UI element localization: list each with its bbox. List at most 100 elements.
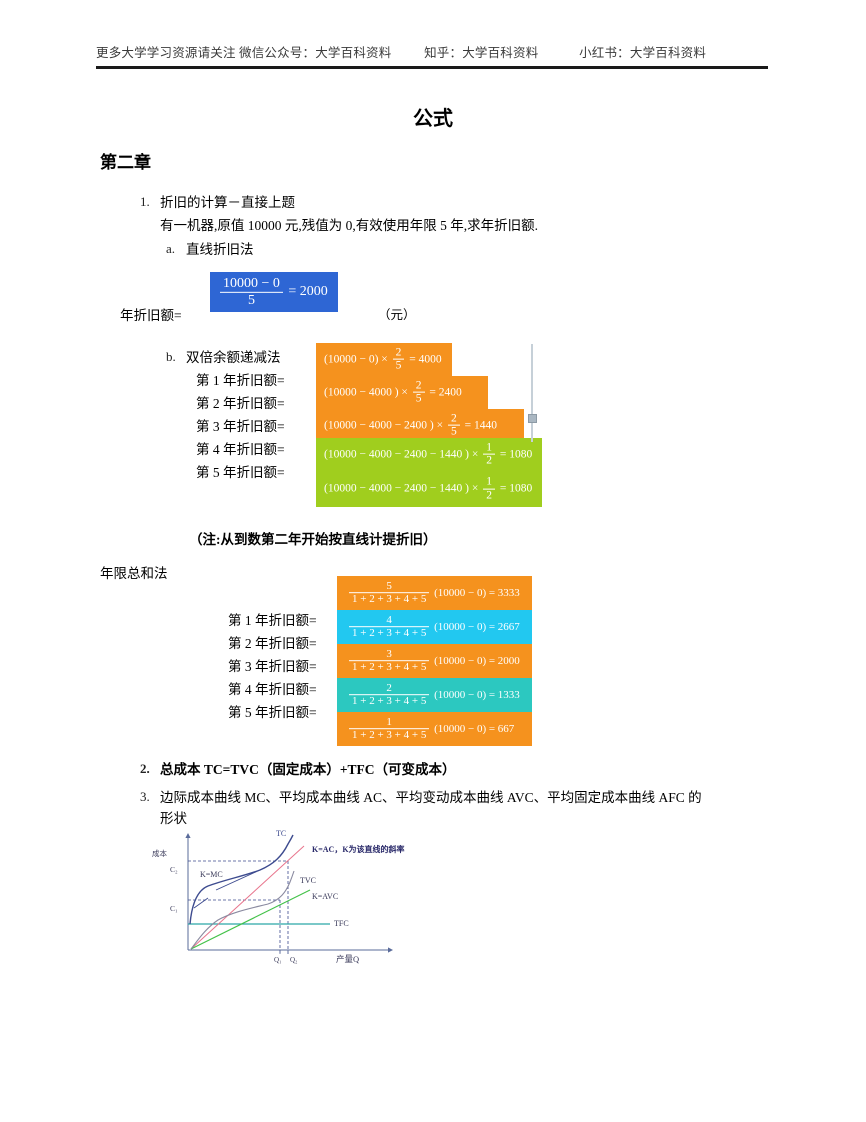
syd-row-5: 1 1 + 2 + 3 + 4 + 5 (10000 − 0) = 667 — [337, 712, 532, 746]
y-axis-arrow — [185, 833, 191, 838]
ddb-block-2-rhs: = 2400 — [429, 386, 462, 399]
tfc-curve-label: TFC — [334, 919, 349, 928]
item-1-number: 1. — [140, 194, 150, 209]
syd-row-1: 5 1 + 2 + 3 + 4 + 5 (10000 − 0) = 3333 — [337, 576, 532, 610]
ddb-block-1-den: 5 — [392, 359, 405, 373]
mc-tangent-label: K=MC — [200, 870, 223, 879]
ddb-block-5-lhs: (10000 − 4000 − 2400 − 1440 ) × — [324, 482, 479, 495]
syd-row-1-fraction: 5 1 + 2 + 3 + 4 + 5 — [349, 580, 430, 606]
syd-row-4-fraction: 2 1 + 2 + 3 + 4 + 5 — [349, 682, 430, 708]
ddb-block-2-fraction: 2 5 — [412, 379, 425, 406]
tvc-curve — [190, 870, 295, 950]
ddb-block-4-rhs: = 1080 — [499, 448, 533, 461]
syd-year-1-label: 第 1 年折旧额= — [228, 613, 317, 628]
syd-row-3-num: 3 — [386, 648, 392, 661]
item-1b-label: 双倍余额递减法 — [186, 350, 281, 365]
syd-row-5-num: 1 — [386, 716, 392, 729]
ddb-block-4-fraction: 1 2 — [483, 441, 495, 468]
syd-row-2-fraction: 4 1 + 2 + 3 + 4 + 5 — [349, 614, 430, 640]
ddb-block-2: (10000 − 4000 ) × 2 5 = 2400 — [316, 376, 488, 409]
syd-row-1-num: 5 — [386, 580, 392, 593]
syd-row-4: 2 1 + 2 + 3 + 4 + 5 (10000 − 0) = 1333 — [337, 678, 532, 712]
syd-row-5-fraction: 1 1 + 2 + 3 + 4 + 5 — [349, 716, 430, 742]
ddb-block-1-fraction: 2 5 — [392, 346, 405, 373]
ddb-block-3-rhs: = 1440 — [464, 419, 497, 432]
ddb-block-3-den: 5 — [448, 425, 460, 439]
ddb-block-5-rhs: = 1080 — [499, 483, 533, 495]
syd-row-5-den: 1 + 2 + 3 + 4 + 5 — [349, 728, 430, 742]
syd-row-2: 4 1 + 2 + 3 + 4 + 5 (10000 − 0) = 2667 — [337, 610, 532, 644]
unit-yuan: （元） — [378, 308, 416, 322]
item-3-line-2: 形状 — [160, 811, 187, 826]
ddb-year-2-label: 第 2 年折旧额= — [196, 396, 285, 411]
x-axis-label: 产量Q — [336, 954, 360, 964]
ddb-block-4-lhs: (10000 − 4000 − 2400 − 1440 ) × — [324, 448, 479, 461]
ddb-year-3-label: 第 3 年折旧额= — [196, 419, 285, 434]
ddb-block-1: (10000 − 0) × 2 5 = 4000 — [316, 343, 452, 376]
connector-line-handle[interactable] — [528, 414, 537, 423]
header-zhihu: 知乎：大学百科资料 — [424, 46, 539, 60]
syd-row-3-rhs: (10000 − 0) = 2000 — [434, 655, 520, 667]
straight-line-fraction: 10000 − 0 5 — [220, 276, 283, 308]
syd-row-1-rhs: (10000 − 0) = 3333 — [434, 587, 520, 599]
c2-tick-label: C₂ — [170, 865, 178, 874]
ddb-block-4-num: 1 — [486, 441, 492, 454]
syd-row-2-num: 4 — [386, 614, 392, 627]
syd-row-3-fraction: 3 1 + 2 + 3 + 4 + 5 — [349, 648, 430, 674]
x-axis-arrow — [388, 947, 393, 953]
chapter-heading: 第二章 — [100, 153, 151, 172]
avc-ray-label: K=AVC — [312, 892, 339, 901]
depreciation-note: （注:从到数第二年开始按直线计提折旧） — [189, 532, 437, 547]
syd-row-1-den: 1 + 2 + 3 + 4 + 5 — [349, 592, 430, 606]
ddb-block-2-lhs: (10000 − 4000 ) × — [324, 386, 408, 399]
mc-tangent-line — [215, 869, 261, 891]
item-1-title: 折旧的计算－直接上题 — [160, 195, 295, 210]
ddb-block-4-den: 2 — [483, 454, 495, 468]
ddb-block-5: (10000 − 4000 − 2400 − 1440 ) × 1 2 = 10… — [316, 471, 542, 507]
tc-curve-label: TC — [276, 829, 287, 838]
ddb-block-5-den: 2 — [483, 488, 495, 503]
item-2-text: 总成本 TC=TVC（固定成本）+TFC（可变成本） — [160, 762, 456, 777]
item-1a-label: 直线折旧法 — [186, 242, 254, 257]
item-3-line-1: 边际成本曲线 MC、平均成本曲线 AC、平均变动成本曲线 AVC、平均固定成本曲… — [160, 790, 702, 805]
q2-tick-label: Q₂ — [290, 956, 298, 964]
ddb-block-5-num: 1 — [486, 475, 492, 488]
syd-row-5-rhs: (10000 − 0) = 667 — [434, 723, 515, 735]
header-rule — [96, 66, 768, 69]
fraction-result: = 2000 — [288, 284, 328, 299]
y-axis-label: 成本 — [152, 849, 167, 858]
syd-row-4-den: 1 + 2 + 3 + 4 + 5 — [349, 694, 430, 708]
straight-line-formula-box: 10000 − 0 5 = 2000 — [210, 272, 338, 312]
cost-curves-chart: 成本 C₂ C₁ Q₁ Q₂ 产量Q TC TVC TFC K=AVC K=MC… — [152, 828, 412, 968]
q1-tick-label: Q₁ — [274, 956, 282, 964]
cost-curves-svg — [185, 833, 393, 954]
ddb-block-1-lhs: (10000 − 0) × — [324, 353, 388, 366]
item-1-problem: 有一机器,原值 10000 元,残值为 0,有效使用年限 5 年,求年折旧额. — [160, 218, 538, 233]
fraction-denominator: 5 — [220, 291, 283, 309]
syd-year-2-label: 第 2 年折旧额= — [228, 636, 317, 651]
header-text-row: 更多大学学习资源请关注 微信公众号：大学百科资料 知乎：大学百科资料 小红书：大… — [96, 42, 768, 61]
tvc-curve-label: TVC — [300, 876, 316, 885]
mc-tangent-line-lower — [193, 897, 209, 909]
ac-ray-line — [190, 845, 305, 950]
syd-year-3-label: 第 3 年折旧额= — [228, 659, 317, 674]
ddb-year-1-label: 第 1 年折旧额= — [196, 373, 285, 388]
ddb-block-1-rhs: = 4000 — [409, 353, 442, 366]
syd-row-4-num: 2 — [386, 682, 392, 695]
fraction-numerator: 10000 − 0 — [223, 275, 280, 291]
ddb-block-4: (10000 − 4000 − 2400 − 1440 ) × 1 2 = 10… — [316, 438, 542, 471]
ddb-year-5-label: 第 5 年折旧额= — [196, 465, 285, 480]
ddb-block-3-num: 2 — [451, 412, 457, 425]
avc-ray-line — [190, 889, 311, 950]
syd-row-4-rhs: (10000 − 0) = 1333 — [434, 689, 520, 701]
page-title: 公式 — [413, 108, 453, 130]
item-1a-marker: a. — [166, 241, 176, 256]
item-3-number: 3. — [140, 789, 150, 804]
syd-row-3: 3 1 + 2 + 3 + 4 + 5 (10000 − 0) = 2000 — [337, 644, 532, 678]
page-header: 更多大学学习资源请关注 微信公众号：大学百科资料 知乎：大学百科资料 小红书：大… — [96, 42, 768, 64]
ddb-block-3-lhs: (10000 − 4000 − 2400 ) × — [324, 419, 444, 432]
syd-row-2-rhs: (10000 − 0) = 2667 — [434, 621, 520, 633]
syd-row-3-den: 1 + 2 + 3 + 4 + 5 — [349, 660, 430, 674]
ddb-block-3-fraction: 2 5 — [448, 412, 460, 439]
